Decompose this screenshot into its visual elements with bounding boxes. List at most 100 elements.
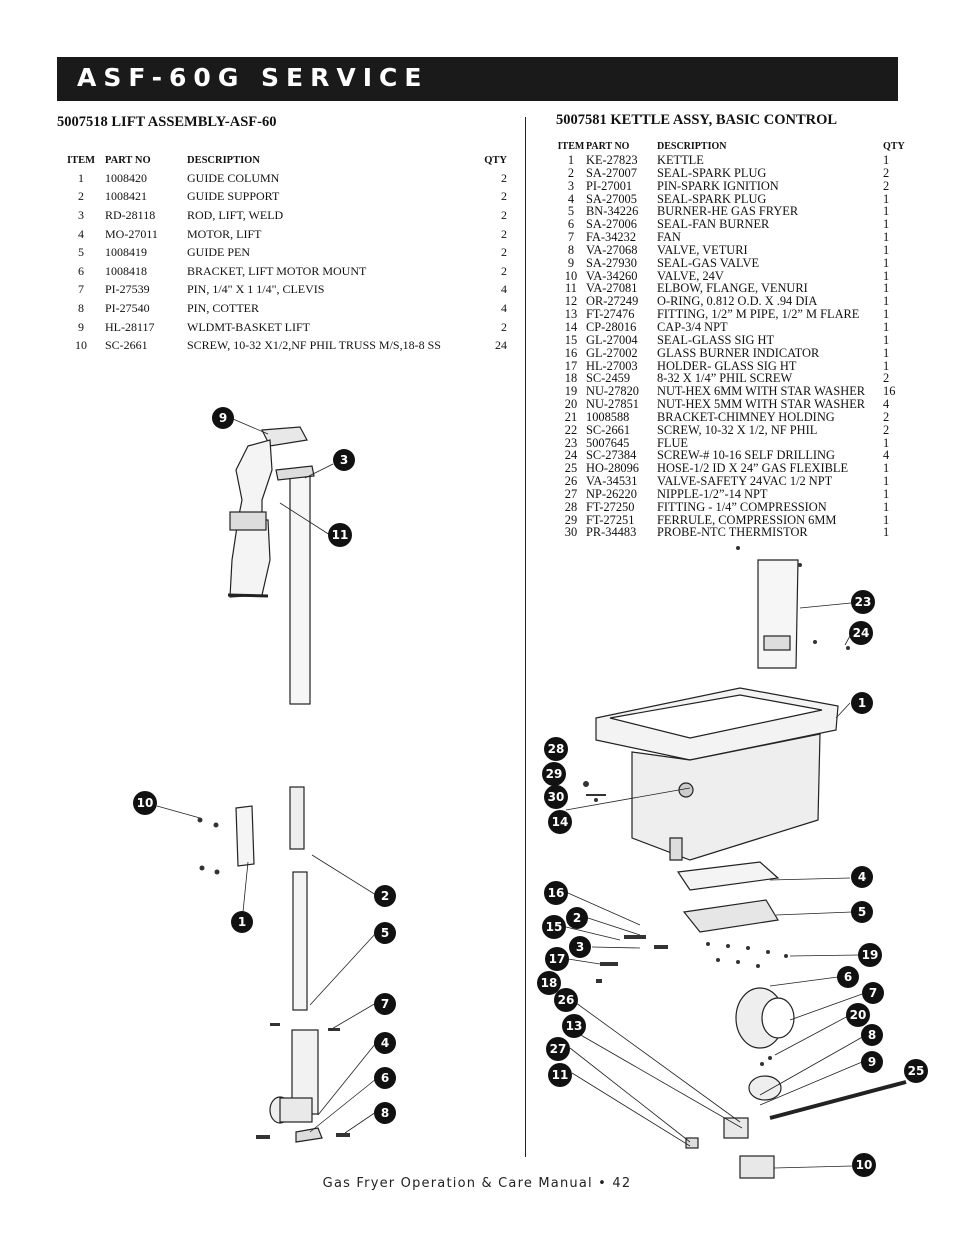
callout-badge bbox=[851, 590, 875, 614]
column-divider bbox=[525, 117, 526, 1157]
qty-cell: 1 bbox=[883, 281, 890, 296]
callout-number: 7 bbox=[869, 986, 877, 1000]
part-no-cell: NP-26220 bbox=[586, 486, 637, 501]
callout-badge bbox=[554, 988, 578, 1012]
part-no-cell: FT-27476 bbox=[586, 307, 635, 322]
qty-cell: 16 bbox=[883, 384, 896, 399]
kettle-callout-13: 13 bbox=[562, 1014, 586, 1038]
qty-cell: 1 bbox=[883, 499, 890, 514]
callout-badge bbox=[548, 1063, 572, 1087]
callout-number: 16 bbox=[548, 886, 565, 900]
part-no-cell: VA-27081 bbox=[586, 281, 638, 296]
kettle-callout-28: 28 bbox=[544, 737, 568, 761]
callout-number: 1 bbox=[238, 915, 246, 929]
callout-number: 3 bbox=[576, 940, 584, 954]
callout-badge bbox=[849, 621, 873, 645]
part-no-cell: SA-27007 bbox=[586, 165, 637, 180]
description-cell: SCREW, 10-32 X1/2,NF PHIL TRUSS M/S,18-8… bbox=[187, 338, 441, 353]
qty-cell: 4 bbox=[501, 300, 507, 315]
part-no-cell: HL-28117 bbox=[105, 319, 155, 334]
item-cell: 9 bbox=[567, 255, 575, 270]
callout-badge bbox=[374, 1102, 396, 1124]
callout-number: 2 bbox=[381, 889, 389, 903]
item-cell: 21 bbox=[564, 409, 578, 424]
description-cell: SCREW-# 10-16 SELF DRILLING bbox=[657, 448, 835, 463]
callout-number: 26 bbox=[558, 993, 575, 1007]
item-cell: 10 bbox=[564, 268, 578, 283]
description-cell: GUIDE COLUMN bbox=[187, 170, 280, 185]
lift-callout-1: 1 bbox=[231, 911, 253, 933]
kettle-callout-15: 15 bbox=[542, 915, 566, 939]
part-no-cell: PI-27540 bbox=[105, 300, 150, 315]
qty-cell: 1 bbox=[883, 255, 890, 270]
kettle-callout-16: 16 bbox=[544, 881, 568, 905]
item-cell: 24 bbox=[564, 448, 578, 463]
kettle-callout-14: 14 bbox=[548, 810, 572, 834]
description-cell: VALVE-SAFETY 24VAC 1/2 NPT bbox=[657, 474, 833, 489]
description-cell: PIN-SPARK IGNITION bbox=[657, 178, 779, 193]
callout-number: 29 bbox=[546, 767, 563, 781]
part-no-cell: GL-27004 bbox=[586, 332, 638, 347]
description-cell: BRACKET, LIFT MOTOR MOUNT bbox=[187, 263, 367, 278]
kettle-callout-6: 6 bbox=[837, 966, 859, 988]
part-no-cell: FA-34232 bbox=[586, 230, 637, 245]
callout-badge bbox=[333, 449, 355, 471]
part-no-cell: SA-27005 bbox=[586, 191, 637, 206]
part-no-cell: MO-27011 bbox=[105, 226, 158, 241]
item-cell: 12 bbox=[564, 294, 578, 309]
part-no-cell: BN-34226 bbox=[586, 204, 639, 219]
callout-number: 6 bbox=[381, 1071, 389, 1085]
callout-number: 23 bbox=[855, 595, 872, 609]
item-cell: 8 bbox=[567, 242, 575, 257]
description-cell: FITTING, 1/2” M PIPE, 1/2” M FLARE bbox=[657, 307, 860, 322]
qty-cell: 1 bbox=[883, 512, 890, 527]
page-title: ASF-60G SERVICE bbox=[77, 63, 429, 92]
callout-number: 17 bbox=[549, 952, 566, 966]
description-cell: NIPPLE-1/2”-14 NPT bbox=[657, 486, 768, 501]
kettle-table-header: ITEM PART NO DESCRIPTION QTY bbox=[556, 141, 908, 154]
description-cell: GUIDE SUPPORT bbox=[187, 189, 280, 204]
part-no-cell: 1008418 bbox=[105, 263, 147, 278]
callout-number: 9 bbox=[868, 1055, 876, 1069]
description-cell: KETTLE bbox=[657, 153, 704, 168]
kettle-callout-25: 25 bbox=[904, 1059, 928, 1083]
callout-badge bbox=[569, 936, 591, 958]
callout-number: 15 bbox=[546, 920, 563, 934]
qty-cell: 2 bbox=[501, 245, 507, 260]
item-cell: 27 bbox=[564, 486, 578, 501]
qty-cell: 1 bbox=[883, 230, 890, 245]
part-no-cell: HO-28096 bbox=[586, 461, 639, 476]
kettle-callout-1: 1 bbox=[851, 692, 873, 714]
callout-badge bbox=[846, 1003, 870, 1027]
part-no-cell: NU-27851 bbox=[586, 397, 639, 412]
qty-cell: 1 bbox=[883, 525, 890, 540]
callout-number: 2 bbox=[573, 911, 581, 925]
part-no-cell: SC-2459 bbox=[586, 371, 631, 386]
part-no-cell: VA-34531 bbox=[586, 474, 638, 489]
qty-cell: 2 bbox=[883, 371, 890, 386]
callout-badge bbox=[858, 943, 882, 967]
qty-cell: 1 bbox=[883, 242, 890, 257]
callout-number: 1 bbox=[858, 696, 866, 710]
description-cell: FLUE bbox=[657, 435, 688, 450]
callout-badge bbox=[328, 523, 352, 547]
lift-callout-6: 6 bbox=[374, 1067, 396, 1089]
callout-number: 25 bbox=[908, 1064, 925, 1078]
callout-badge bbox=[548, 810, 572, 834]
callout-badge bbox=[544, 881, 568, 905]
part-no-cell: PI-27001 bbox=[586, 178, 633, 193]
